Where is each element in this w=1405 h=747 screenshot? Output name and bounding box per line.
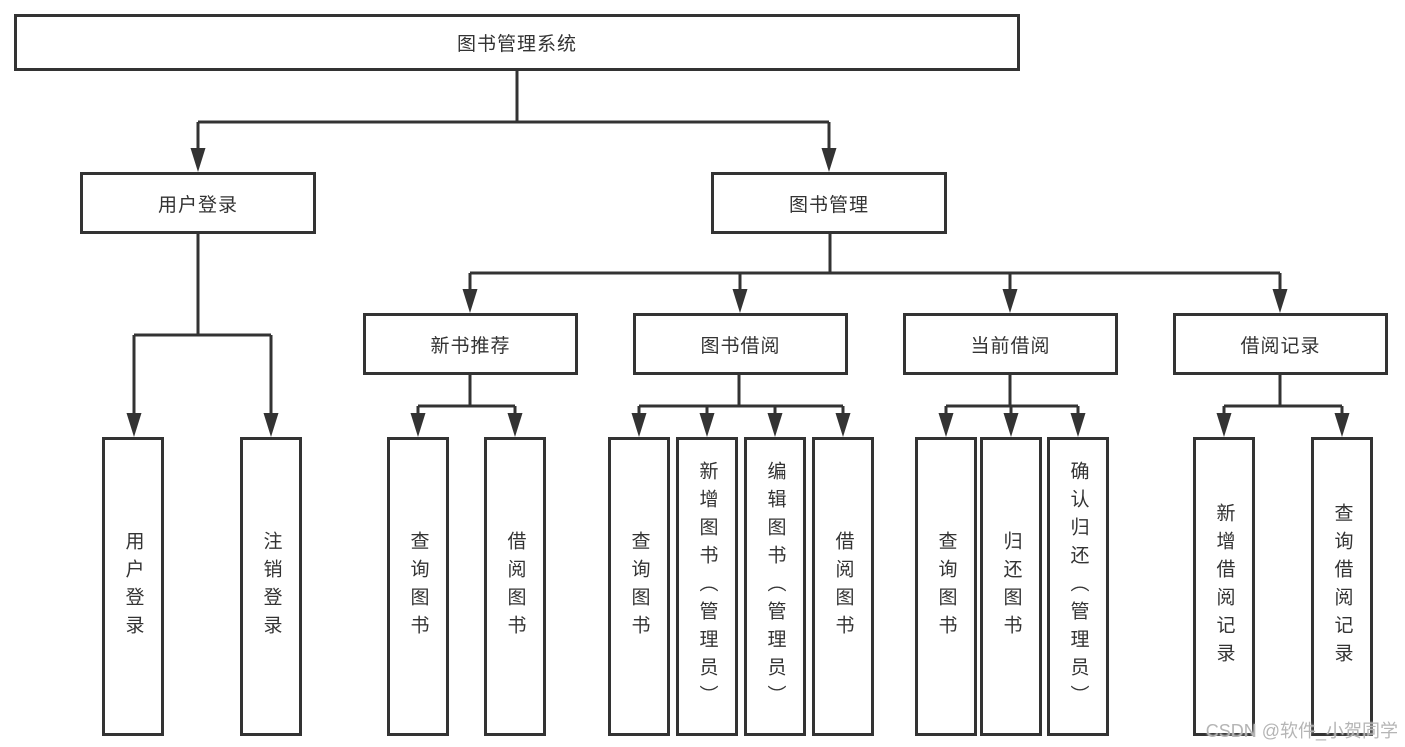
node-user-login: 用户登录 xyxy=(80,172,316,234)
leaf-current-confirm-return-label: 确认归还（管理员） xyxy=(1067,460,1089,713)
leaf-borrow-query-books-label: 查询图书 xyxy=(628,530,650,643)
leaf-borrow-edit-books: 编辑图书（管理员） xyxy=(744,437,806,736)
node-new-book-recommend: 新书推荐 xyxy=(363,313,578,375)
leaf-current-return-books: 归还图书 xyxy=(980,437,1042,736)
node-root: 图书管理系统 xyxy=(14,14,1020,71)
node-root-label: 图书管理系统 xyxy=(456,34,577,55)
leaf-recommend-query-books: 查询图书 xyxy=(387,437,449,736)
leaf-recommend-query-books-label: 查询图书 xyxy=(407,530,429,643)
node-book-management: 图书管理 xyxy=(711,172,947,234)
leaf-borrow-add-books-label: 新增图书（管理员） xyxy=(696,460,718,713)
leaf-records-query-record-label: 查询借阅记录 xyxy=(1331,502,1353,671)
leaf-current-query-books-label: 查询图书 xyxy=(935,530,957,643)
leaf-recommend-borrow-books-label: 借阅图书 xyxy=(504,530,526,643)
leaf-user-login-label: 用户登录 xyxy=(122,530,144,643)
node-book-management-label: 图书管理 xyxy=(788,194,869,216)
node-book-borrow: 图书借阅 xyxy=(633,313,848,375)
leaf-records-query-record: 查询借阅记录 xyxy=(1311,437,1373,736)
leaf-current-query-books: 查询图书 xyxy=(915,437,977,736)
leaf-borrow-add-books: 新增图书（管理员） xyxy=(676,437,738,736)
leaf-user-login: 用户登录 xyxy=(102,437,164,736)
leaf-borrow-borrow-books-label: 借阅图书 xyxy=(832,530,854,643)
leaf-logout-login: 注销登录 xyxy=(240,437,302,736)
node-borrow-records-label: 借阅记录 xyxy=(1240,335,1321,357)
leaf-records-add-record-label: 新增借阅记录 xyxy=(1213,502,1235,671)
node-book-borrow-label: 图书借阅 xyxy=(700,335,781,357)
watermark-text: CSDN @软件_小贺同学 xyxy=(1205,721,1398,741)
leaf-borrow-edit-books-label: 编辑图书（管理员） xyxy=(764,460,786,713)
leaf-borrow-query-books: 查询图书 xyxy=(608,437,670,736)
node-new-book-recommend-label: 新书推荐 xyxy=(430,335,511,357)
node-current-borrow: 当前借阅 xyxy=(903,313,1118,375)
leaf-records-add-record: 新增借阅记录 xyxy=(1193,437,1255,736)
leaf-current-confirm-return: 确认归还（管理员） xyxy=(1047,437,1109,736)
node-current-borrow-label: 当前借阅 xyxy=(970,335,1051,357)
leaf-current-return-books-label: 归还图书 xyxy=(1000,530,1022,643)
node-borrow-records: 借阅记录 xyxy=(1173,313,1388,375)
leaf-logout-login-label: 注销登录 xyxy=(260,530,282,643)
leaf-borrow-borrow-books: 借阅图书 xyxy=(812,437,874,736)
node-user-login-label: 用户登录 xyxy=(157,194,238,216)
leaf-recommend-borrow-books: 借阅图书 xyxy=(484,437,546,736)
